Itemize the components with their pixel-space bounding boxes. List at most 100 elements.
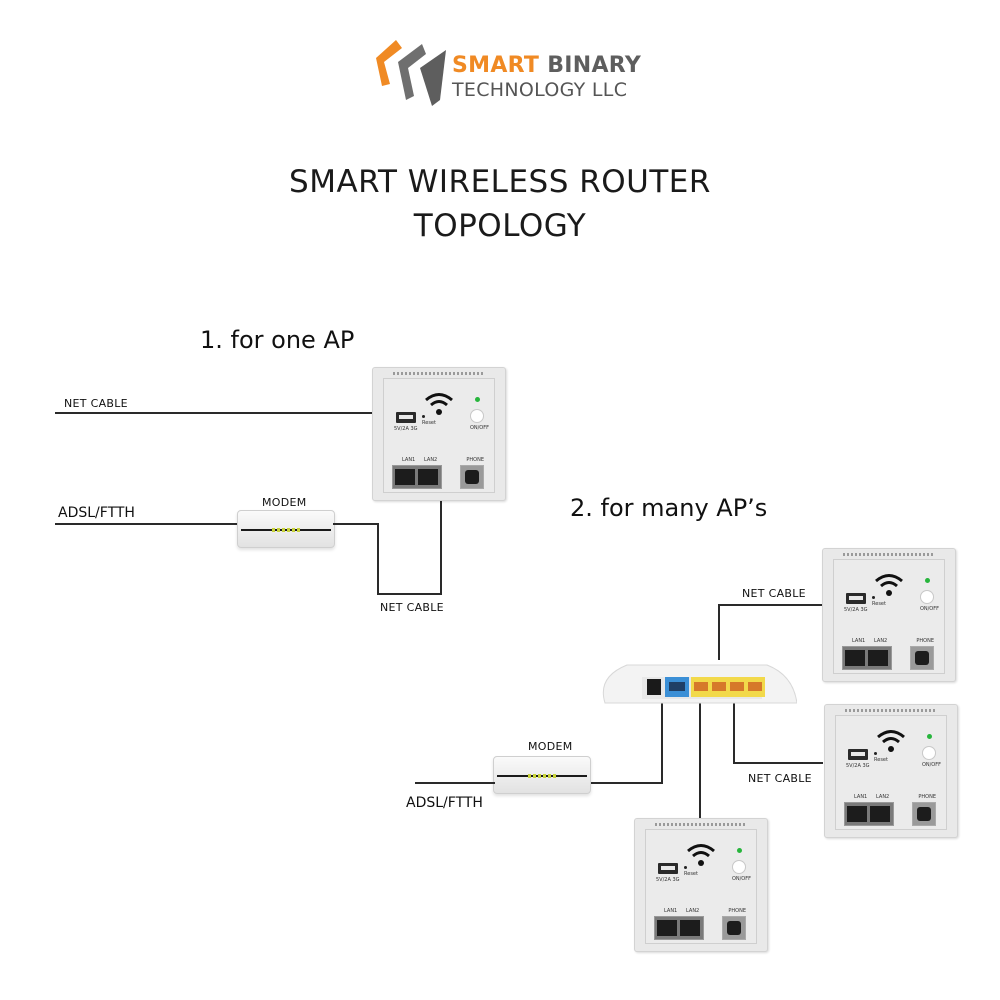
- lan-ports: [691, 677, 765, 697]
- modem-cable-segment: [377, 523, 379, 595]
- phone-port-icon: [727, 921, 741, 935]
- phone-port: [910, 646, 934, 670]
- section1-net-cable-top-label: NET CABLE: [64, 397, 128, 410]
- title-line2: TOPOLOGY: [413, 208, 587, 244]
- section1-modem-device: [237, 510, 335, 548]
- lan-port-icon: [847, 806, 867, 822]
- onoff-label: ON/OFF: [921, 762, 941, 768]
- onoff-button: [922, 746, 936, 760]
- ap-top-panel: ON/OFF 5V/2A 3G Reset: [833, 559, 945, 619]
- reset-button-icon: [872, 596, 875, 599]
- wall-ap-device: ON/OFF 5V/2A 3G Reset LAN1 LAN2 PHONE: [372, 367, 506, 501]
- logo-word-binary: BINARY: [547, 53, 642, 78]
- ap-mid-panel: [645, 887, 757, 906]
- switch-cable-segment: [661, 700, 663, 784]
- phone-port: [460, 465, 484, 489]
- company-logo: SMART BINARY TECHNOLOGY LLC: [370, 40, 650, 106]
- lan-port-icon: [418, 469, 438, 485]
- ap-mid-panel: [835, 773, 947, 792]
- ap-vent: [843, 553, 935, 556]
- modem-cable-segment: [377, 593, 442, 595]
- ap-bottom-panel: LAN1 LAN2 PHONE: [833, 635, 945, 674]
- section1-modem-label: MODEM: [262, 496, 307, 509]
- title-line1: SMART WIRELESS ROUTER: [289, 164, 711, 200]
- lan2-label: LAN2: [874, 638, 888, 644]
- modem-cable-segment: [333, 523, 379, 525]
- usb-label: 5V/2A 3G: [844, 607, 868, 613]
- reset-label: Reset: [422, 420, 436, 426]
- wall-ap-device: ON/OFF 5V/2A 3G Reset LAN1 LAN2 PHONE: [634, 818, 768, 952]
- modem-cable-segment: [440, 500, 442, 595]
- lan-port-icon: [657, 920, 677, 936]
- usb-label: 5V/2A 3G: [394, 426, 418, 432]
- phone-label: PHONE: [918, 794, 936, 800]
- power-led-icon: [475, 397, 480, 402]
- ap-top-panel: ON/OFF 5V/2A 3G Reset: [383, 378, 495, 438]
- switch-cable-segment: [585, 782, 663, 784]
- ap-mid-panel: [833, 617, 945, 636]
- ap-vent: [845, 709, 937, 712]
- network-switch-device: [602, 664, 797, 704]
- lan1-label: LAN1: [664, 908, 678, 914]
- lan1-label: LAN1: [402, 457, 416, 463]
- lan-port-icon: [694, 682, 708, 691]
- lan1-label: LAN1: [854, 794, 868, 800]
- reset-label: Reset: [684, 871, 698, 877]
- lan2-label: LAN2: [686, 908, 700, 914]
- wall-ap-device: ON/OFF 5V/2A 3G Reset LAN1 LAN2 PHONE: [822, 548, 956, 682]
- phone-port: [912, 802, 936, 826]
- wifi-icon: [875, 574, 903, 596]
- ap-vent: [393, 372, 485, 375]
- onoff-label: ON/OFF: [919, 606, 939, 612]
- phone-label: PHONE: [916, 638, 934, 644]
- lan-port-icon: [748, 682, 762, 691]
- lan-port-icon: [870, 806, 890, 822]
- lan-ports: [842, 646, 892, 670]
- modem-leds: [528, 774, 556, 778]
- onoff-button: [732, 860, 746, 874]
- chevron-arrows-logo-icon: [376, 40, 446, 106]
- logo-text-line2: TECHNOLOGY LLC: [452, 79, 628, 101]
- usb-port-icon: [396, 412, 416, 423]
- usb-label: 5V/2A 3G: [846, 763, 870, 769]
- lan-port-icon: [730, 682, 744, 691]
- lan-port-icon: [395, 469, 415, 485]
- phone-label: PHONE: [728, 908, 746, 914]
- ap-bottom-panel: LAN1 LAN2 PHONE: [645, 905, 757, 944]
- section2-net-cable-lower-label: NET CABLE: [748, 772, 812, 785]
- wan-port-icon: [669, 682, 685, 691]
- lan2-label: LAN2: [876, 794, 890, 800]
- switch-cable-segment: [718, 604, 822, 606]
- wifi-icon: [687, 844, 715, 866]
- onoff-label: ON/OFF: [731, 876, 751, 882]
- net-cable-line: [55, 412, 372, 414]
- phone-port-icon: [917, 807, 931, 821]
- ap-mid-panel: [383, 436, 495, 455]
- wifi-icon: [425, 393, 453, 415]
- lan-ports: [392, 465, 442, 489]
- switch-cable-segment: [699, 700, 701, 818]
- switch-cable-segment: [733, 700, 735, 764]
- ap-vent: [655, 823, 747, 826]
- power-led-icon: [737, 848, 742, 853]
- reset-button-icon: [684, 866, 687, 869]
- page-title: SMART WIRELESS ROUTER TOPOLOGY: [0, 160, 1000, 248]
- lan-ports: [844, 802, 894, 826]
- reset-button-icon: [874, 752, 877, 755]
- usb-port-icon: [848, 749, 868, 760]
- section1-adsl-label: ADSL/FTTH: [58, 505, 135, 521]
- lan1-label: LAN1: [852, 638, 866, 644]
- usb-port-icon: [846, 593, 866, 604]
- power-jack-icon: [647, 679, 661, 695]
- ap-top-panel: ON/OFF 5V/2A 3G Reset: [835, 715, 947, 775]
- adsl-line: [415, 782, 495, 784]
- lan-port-icon: [712, 682, 726, 691]
- ap-bottom-panel: LAN1 LAN2 PHONE: [835, 791, 947, 830]
- phone-label: PHONE: [466, 457, 484, 463]
- phone-port: [722, 916, 746, 940]
- power-led-icon: [927, 734, 932, 739]
- modem-leds: [272, 528, 300, 532]
- reset-label: Reset: [874, 757, 888, 763]
- section2-modem-device: [493, 756, 591, 794]
- ap-bottom-panel: LAN1 LAN2 PHONE: [383, 454, 495, 493]
